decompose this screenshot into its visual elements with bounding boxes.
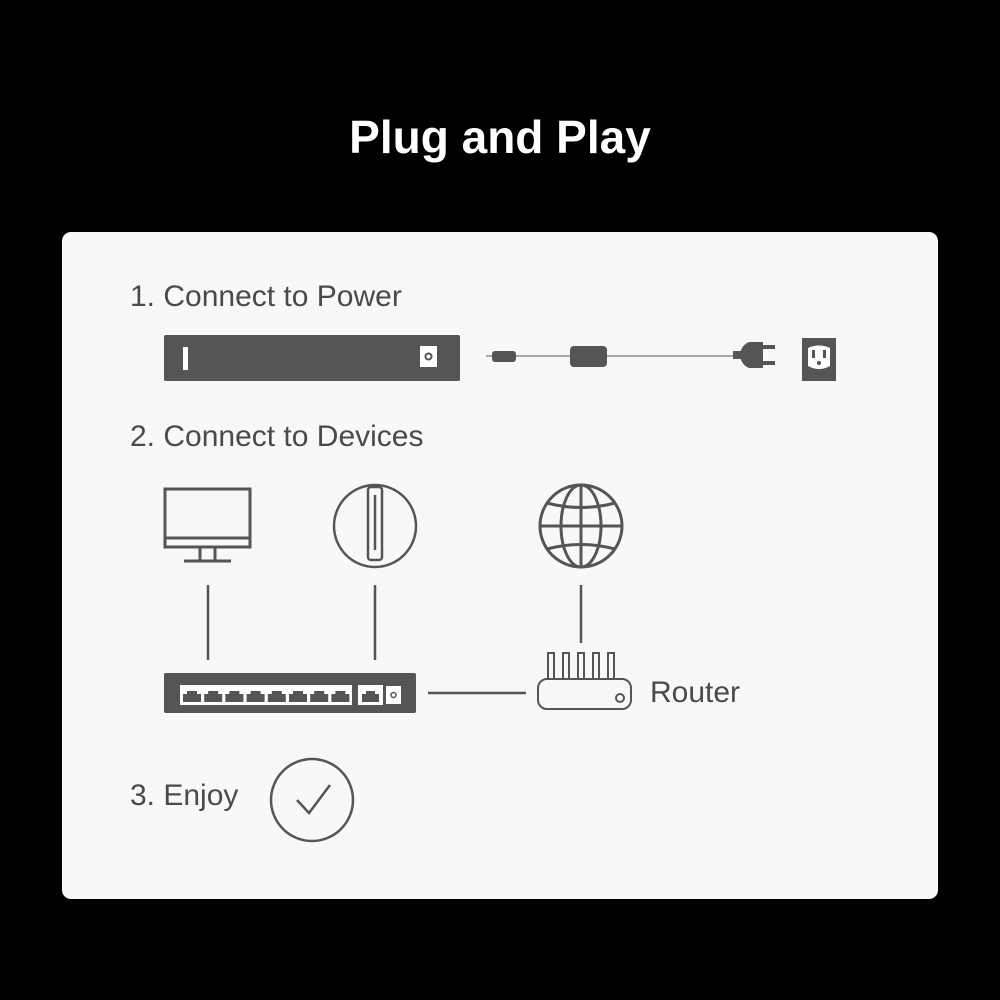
router-antenna-icon <box>607 652 615 680</box>
globe-internet-icon <box>538 483 624 569</box>
ethernet-switch-icon <box>164 673 416 713</box>
ethernet-port-icon <box>310 691 329 702</box>
step-3-label: 3. Enjoy <box>130 779 239 812</box>
router-antenna-icon <box>547 652 555 680</box>
ethernet-port-icon <box>183 691 201 702</box>
ethernet-port-icon <box>225 691 244 702</box>
switch-side-view-icon <box>164 335 460 381</box>
ethernet-port-icon <box>289 691 307 702</box>
power-adapter-cable-icon <box>486 342 775 368</box>
monitor-icon <box>163 487 252 563</box>
router-icon <box>537 652 632 710</box>
step-1-label: 1. Connect to Power <box>130 280 402 313</box>
ethernet-cables <box>206 585 583 695</box>
router-antenna-icon <box>577 652 585 680</box>
ethernet-port-icon <box>246 691 265 702</box>
ethernet-port-icon <box>204 691 223 702</box>
checkmark-circle-icon <box>269 757 355 843</box>
ethernet-port-icon <box>267 691 286 702</box>
wall-outlet-icon <box>802 338 836 381</box>
page-title: Plug and Play <box>349 111 651 163</box>
ethernet-port-icon <box>331 691 350 702</box>
router-label: Router <box>650 676 741 709</box>
router-antenna-icon <box>562 652 570 680</box>
phone-icon <box>332 483 418 569</box>
step-2-label: 2. Connect to Devices <box>130 420 424 453</box>
router-antenna-icon <box>592 652 600 680</box>
